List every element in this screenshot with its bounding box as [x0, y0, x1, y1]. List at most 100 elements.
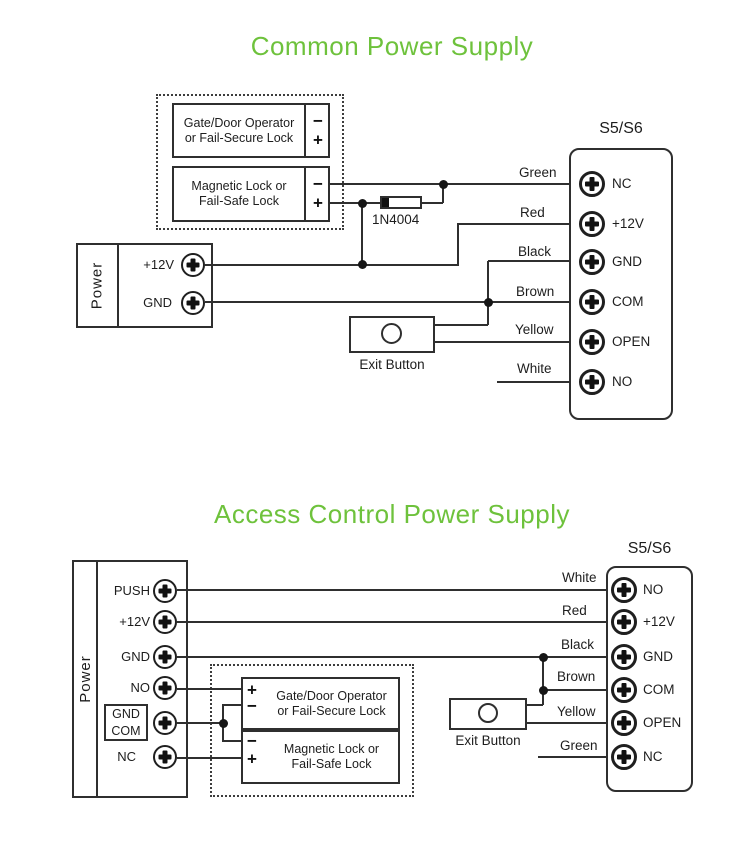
screw-terminal-icon — [153, 610, 177, 634]
power-terminal-label-no: NO — [130, 680, 151, 695]
wire-12v-riser — [457, 223, 459, 266]
wire-yellow-open — [527, 722, 611, 724]
wire-brown-com — [543, 689, 611, 691]
wire-to-gate-minus — [223, 704, 241, 706]
wire-label-green: Green — [519, 165, 557, 180]
controller-terminal-12v: +12V — [612, 216, 644, 231]
controller-terminal-12v: +12V — [643, 614, 675, 629]
controller-title-top: S5/S6 — [599, 120, 643, 137]
junction-dot — [219, 719, 228, 728]
exit-button-icon — [478, 703, 498, 723]
screw-terminal-icon — [153, 645, 177, 669]
minus-terminal: − — [247, 731, 257, 751]
bottom-diagram-title: Access Control Power Supply — [214, 499, 570, 529]
exit-button-icon — [381, 323, 402, 344]
screw-terminal-icon — [153, 711, 177, 735]
gate-door-operator-line2: or Fail-Secure Lock — [184, 130, 294, 145]
power-terminal-label-gnd: GND — [121, 649, 150, 664]
wire-lock-plus — [330, 202, 362, 204]
power-terminal-label-gnd2: GND — [112, 707, 140, 722]
screw-terminal-icon — [153, 676, 177, 700]
wire-black-riser — [487, 261, 489, 302]
wire-diode-lead-right — [422, 202, 443, 204]
plus-terminal: + — [313, 193, 323, 213]
controller-terminal-gnd: GND — [643, 649, 673, 664]
junction-dot — [539, 686, 548, 695]
plus-terminal: + — [247, 680, 257, 700]
screw-terminal-icon — [611, 609, 637, 635]
wire-yellow-open — [435, 341, 579, 343]
exit-button-label-top: Exit Button — [359, 357, 425, 372]
diode-body — [380, 196, 422, 209]
controller-terminal-no: NO — [643, 582, 664, 597]
gate-door-operator-line2: or Fail-Secure Lock — [277, 703, 386, 718]
wire-gnd-brown-com — [205, 301, 579, 303]
screw-terminal-icon — [153, 745, 177, 769]
screw-terminal-icon — [579, 211, 605, 237]
power-terminal-label-push: PUSH — [113, 583, 150, 598]
wire-label-black: Black — [518, 244, 552, 259]
screw-terminal-icon — [579, 249, 605, 275]
gnd-com-label-box — [104, 704, 148, 741]
controller-terminal-com: COM — [643, 682, 675, 697]
wire-gndcom — [177, 722, 223, 724]
diode-cathode-band — [382, 198, 389, 207]
magnetic-lock-label-top: Magnetic Lock or Fail-Safe Lock — [174, 168, 304, 220]
junction-dot — [484, 298, 493, 307]
magnetic-lock-box-bottom — [241, 730, 400, 784]
wire-label-red: Red — [562, 603, 587, 618]
screw-terminal-icon — [153, 579, 177, 603]
controller-terminal-nc: NC — [612, 176, 632, 191]
wire-label-yellow: Yellow — [515, 322, 554, 337]
power-label-top: Power — [88, 261, 106, 310]
wire-label-green: Green — [560, 738, 598, 753]
power-terminal-label-12v: +12V — [143, 257, 174, 272]
wire-label-black: Black — [561, 637, 595, 652]
wire-no-to-gate-plus — [177, 688, 241, 690]
optional-lock-group-bottom — [210, 664, 414, 797]
junction-dot — [539, 653, 548, 662]
wire-red-12v — [458, 223, 579, 225]
gate-door-operator-label-bottom: Gate/Door Operator or Fail-Secure Lock — [265, 679, 398, 728]
power-terminal-label-nc: NC — [117, 749, 136, 764]
screw-terminal-icon — [579, 171, 605, 197]
power-divider — [96, 562, 98, 796]
controller-terminal-nc: NC — [643, 749, 663, 764]
wire-green-nc — [330, 183, 579, 185]
screw-terminal-icon — [611, 744, 637, 770]
wire-plus-drop — [361, 203, 363, 265]
wire-green-nc-stub — [538, 756, 611, 758]
junction-dot — [439, 180, 448, 189]
controller-terminal-open: OPEN — [612, 334, 651, 349]
controller-terminal-gnd: GND — [612, 254, 642, 269]
gate-door-operator-box-top — [172, 103, 330, 158]
wire-label-brown: Brown — [557, 669, 596, 684]
wire-label-red: Red — [520, 205, 545, 220]
plus-terminal: + — [313, 130, 323, 150]
magnetic-lock-line1: Magnetic Lock or — [283, 742, 380, 756]
minus-terminal: − — [313, 111, 323, 131]
gate-door-operator-line1: Gate/Door Operator — [276, 688, 387, 703]
screw-terminal-icon — [611, 644, 637, 670]
magnetic-lock-line2: Fail-Safe Lock — [291, 757, 372, 771]
controller-terminal-com: COM — [612, 294, 644, 309]
wire-power-12v — [205, 264, 459, 266]
wire-diode-lead-left — [362, 202, 380, 204]
screw-terminal-icon — [181, 253, 205, 277]
wire-white-push-no — [177, 589, 611, 591]
screw-terminal-icon — [579, 329, 605, 355]
magnetic-lock-box-top — [172, 166, 330, 222]
power-terminal-label-com: COM — [111, 723, 141, 738]
power-terminal-label-gnd: GND — [143, 295, 172, 310]
controller-terminal-no: NO — [612, 374, 633, 389]
controller-title-bottom: S5/S6 — [627, 540, 672, 557]
wire-button-drop — [487, 302, 489, 325]
minus-terminal: − — [247, 696, 257, 716]
exit-button-label-bottom: Exit Button — [455, 733, 521, 748]
screw-terminal-icon — [579, 289, 605, 315]
junction-dot — [358, 199, 367, 208]
wire-label-white: White — [517, 361, 552, 376]
wire-black-gnd — [488, 260, 579, 262]
plus-terminal: + — [247, 749, 257, 769]
